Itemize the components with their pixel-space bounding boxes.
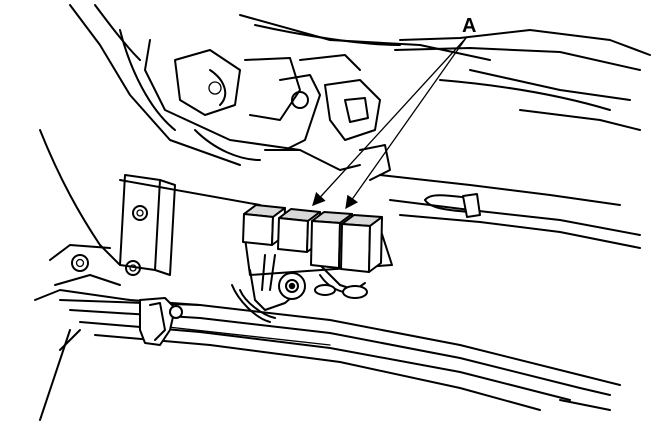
left-lower-panel [34,129,201,306]
lower-rail [39,299,621,421]
leader-line-relay-3 [345,37,467,210]
relay-group-a [242,204,383,299]
leader-line-relay-2 [312,37,467,206]
rail-clip [139,297,183,346]
left-support-post [119,174,176,276]
dashboard-upper-structure [69,4,651,166]
relay-4 [340,214,383,273]
callout-label-a: A [462,15,476,37]
callout-a: A [312,15,476,210]
rear-bracket-cluster [174,49,391,181]
right-mounting-tab [424,193,481,218]
